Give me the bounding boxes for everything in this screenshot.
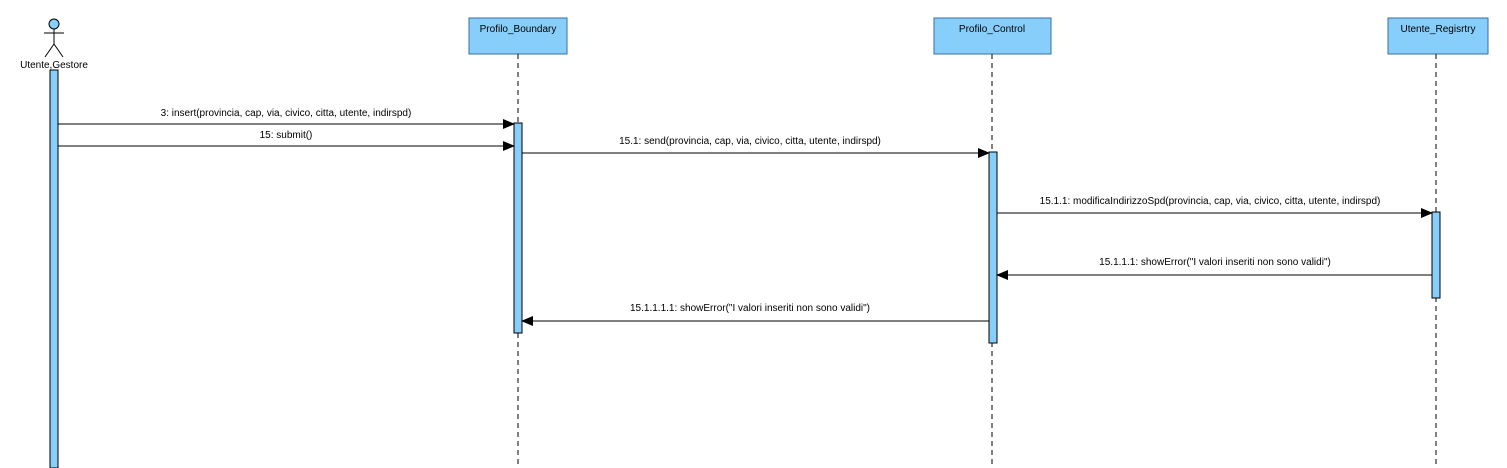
message-insert[interactable]: 3: insert(provincia, cap, via, civico, c… bbox=[58, 108, 515, 129]
activation-bar bbox=[1431, 211, 1441, 299]
lifeline-profilo-boundary[interactable]: Profilo_Boundary bbox=[468, 17, 568, 468]
actor-head-icon bbox=[48, 18, 60, 30]
message-label: 15.1.1: modificaIndirizzoSpd(provincia, … bbox=[1040, 196, 1381, 207]
actor-left-leg bbox=[44, 43, 55, 58]
lifeline-header-box bbox=[1387, 17, 1489, 55]
activation-bar bbox=[513, 122, 523, 334]
lifeline-header-label: Utente_Regisrtry bbox=[1400, 24, 1475, 35]
actor-label: Utente,Gestore bbox=[20, 60, 88, 71]
lifeline-profilo-control[interactable]: Profilo_Control bbox=[933, 17, 1052, 468]
message-submit[interactable]: 15: submit() bbox=[58, 130, 515, 151]
lifeline-utente-regisrtry[interactable]: Utente_Regisrtry bbox=[1387, 17, 1489, 468]
message-show-error-registry[interactable]: 15.1.1.1: showError("I valori inseriti n… bbox=[996, 257, 1432, 280]
actor-utente-gestore[interactable]: Utente,Gestore bbox=[20, 18, 88, 71]
actor-right-leg bbox=[53, 43, 64, 58]
message-label: 15.1.1.1.1: showError("I valori inseriti… bbox=[630, 303, 870, 314]
lifeline-header-label: Profilo_Control bbox=[959, 24, 1025, 35]
lifeline-header-box bbox=[468, 17, 568, 55]
message-label: 15: submit() bbox=[260, 130, 313, 141]
message-label: 15.1: send(provincia, cap, via, civico, … bbox=[619, 136, 881, 147]
message-send[interactable]: 15.1: send(provincia, cap, via, civico, … bbox=[522, 136, 990, 158]
actor-activation-bar bbox=[49, 69, 59, 468]
message-label: 3: insert(provincia, cap, via, civico, c… bbox=[161, 108, 412, 119]
lifeline-header-label: Profilo_Boundary bbox=[480, 24, 557, 35]
message-show-error-control[interactable]: 15.1.1.1.1: showError("I valori inseriti… bbox=[521, 303, 989, 326]
activation-bar bbox=[988, 151, 998, 344]
message-modifica-indirizzo-spd[interactable]: 15.1.1: modificaIndirizzoSpd(provincia, … bbox=[997, 196, 1433, 218]
message-label: 15.1.1.1: showError("I valori inseriti n… bbox=[1099, 257, 1331, 268]
